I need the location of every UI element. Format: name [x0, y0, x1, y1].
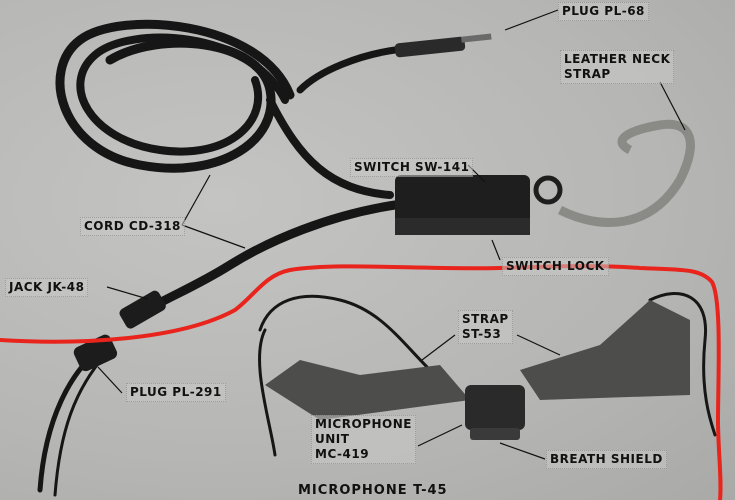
label-switch-sw-141: SWITCH SW-141 [350, 158, 474, 177]
label-plug-pl-68: PLUG PL-68 [558, 2, 649, 21]
figure-title: MICROPHONE T-45 [298, 483, 448, 498]
label-strap-st-53: STRAP ST-53 [458, 310, 513, 344]
label-microphone-unit-mc-419: MICROPHONE UNIT MC-419 [311, 415, 416, 464]
label-cord-cd-318: CORD CD-318 [80, 217, 185, 236]
label-jack-jk-48: JACK JK-48 [5, 278, 89, 297]
label-switch-lock: SWITCH LOCK [502, 257, 609, 276]
label-breath-shield: BREATH SHIELD [546, 450, 667, 469]
label-leather-neck-strap: LEATHER NECK STRAP [560, 50, 675, 84]
label-plug-pl-291: PLUG PL-291 [126, 383, 226, 402]
